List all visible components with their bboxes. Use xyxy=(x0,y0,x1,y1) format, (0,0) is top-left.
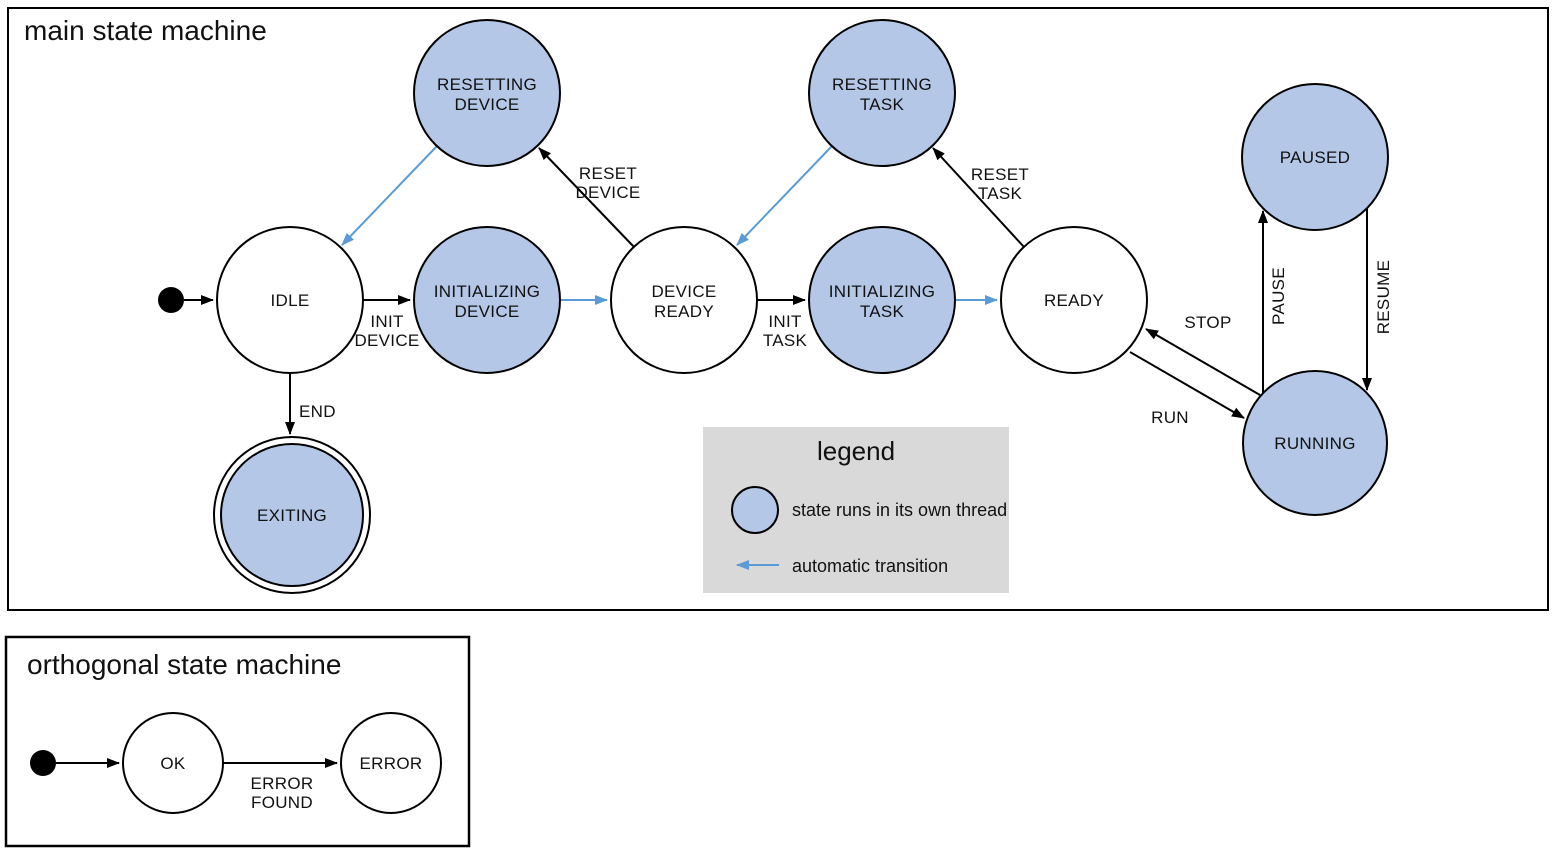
state-initializing-device-label-line1: INITIALIZING xyxy=(434,282,541,301)
state-device-ready xyxy=(610,226,758,374)
state-resetting-device xyxy=(413,19,561,167)
label-init-device-line1: INIT xyxy=(370,312,403,331)
state-resetting-device-label-line2: DEVICE xyxy=(454,95,519,114)
label-error-found-line2: FOUND xyxy=(251,793,313,812)
state-error-label: ERROR xyxy=(360,754,423,773)
transition-ready-to-resetting-task xyxy=(932,147,1025,248)
legend-automatic-transition-text: automatic transition xyxy=(792,556,948,576)
label-run: RUN xyxy=(1151,408,1189,427)
label-reset-device-line1: RESET xyxy=(579,164,637,183)
state-idle xyxy=(216,226,364,374)
transition-running-to-ready xyxy=(1145,328,1261,396)
state-error xyxy=(340,712,442,814)
state-ok xyxy=(122,712,224,814)
label-resume: RESUME xyxy=(1374,260,1393,335)
state-initializing-device-label-line2: DEVICE xyxy=(454,302,519,321)
state-resetting-device-label-line1: RESETTING xyxy=(437,75,537,94)
state-initializing-task-label-line2: TASK xyxy=(860,302,905,321)
state-idle-label: IDLE xyxy=(271,291,310,310)
state-running-label: RUNNING xyxy=(1274,434,1355,453)
state-initializing-task xyxy=(808,226,956,374)
label-pause: PAUSE xyxy=(1269,267,1288,325)
label-init-task-line2: TASK xyxy=(763,331,808,350)
legend-threaded-state-swatch-icon xyxy=(731,486,779,534)
state-exiting-label: EXITING xyxy=(257,506,327,525)
state-ok-label: OK xyxy=(160,754,186,773)
label-stop: STOP xyxy=(1184,313,1231,332)
initial-state-dot xyxy=(158,287,184,313)
transition-device-ready-to-resetting-device xyxy=(538,147,635,248)
label-reset-task-line1: RESET xyxy=(971,165,1029,184)
label-init-device-line2: DEVICE xyxy=(354,331,419,350)
state-resetting-task-label-line2: TASK xyxy=(860,95,905,114)
state-device-ready-label-line1: DEVICE xyxy=(651,282,716,301)
state-paused-label: PAUSED xyxy=(1280,148,1350,167)
state-resetting-task xyxy=(808,19,956,167)
label-reset-task-line2: TASK xyxy=(978,184,1023,203)
state-resetting-task-label-line1: RESETTING xyxy=(832,75,932,94)
label-end: END xyxy=(299,402,336,421)
orthogonal-initial-state-dot xyxy=(30,750,56,776)
transition-resetting-task-to-device-ready xyxy=(736,145,833,246)
main-state-machine-title: main state machine xyxy=(24,15,267,46)
orthogonal-state-machine-title: orthogonal state machine xyxy=(27,649,341,680)
state-device-ready-label-line2: READY xyxy=(654,302,714,321)
transition-ready-to-running xyxy=(1129,351,1245,419)
state-ready xyxy=(1000,226,1148,374)
legend-title: legend xyxy=(817,436,895,466)
state-initializing-task-label-line1: INITIALIZING xyxy=(829,282,936,301)
label-reset-device-line2: DEVICE xyxy=(575,183,640,202)
state-exiting xyxy=(220,443,364,587)
transition-resetting-device-to-idle xyxy=(341,145,438,246)
state-running xyxy=(1242,370,1388,516)
state-ready-label: READY xyxy=(1044,291,1104,310)
legend-threaded-state-text: state runs in its own thread xyxy=(792,500,1007,520)
label-init-task-line1: INIT xyxy=(768,312,801,331)
state-paused xyxy=(1241,83,1389,231)
state-initializing-device xyxy=(413,226,561,374)
label-error-found-line1: ERROR xyxy=(251,774,314,793)
